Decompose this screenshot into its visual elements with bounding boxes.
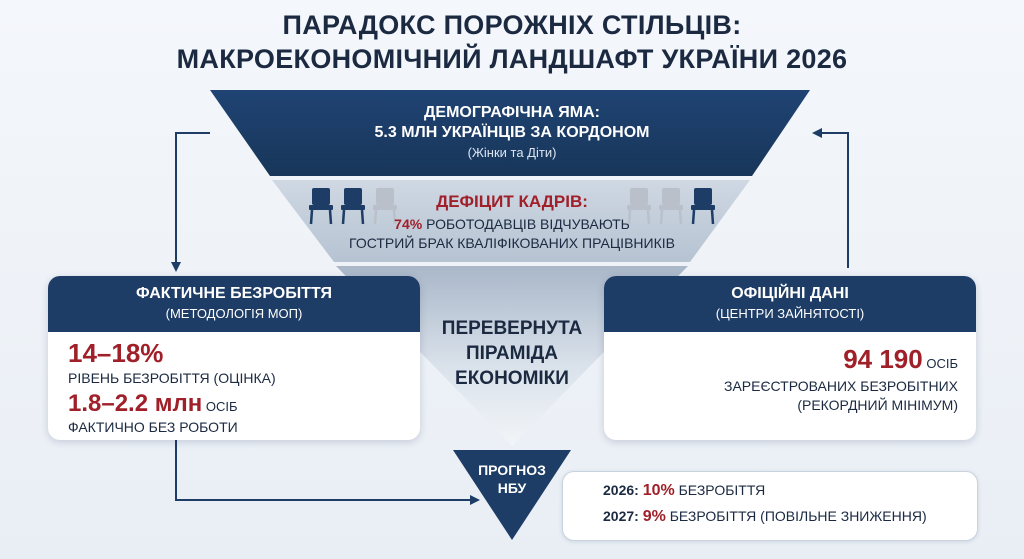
official-count-row: 94 190 ОСІБ bbox=[843, 344, 958, 375]
official-record-low: (РЕКОРДНИЙ МІНІМУМ) bbox=[797, 397, 958, 413]
chair-empty-icon bbox=[373, 188, 397, 225]
forecast-box: 2026: 10% БЕЗРОБІТТЯ 2027: 9% БЕЗРОБІТТЯ… bbox=[562, 471, 978, 541]
actual-card-header: ФАКТИЧНЕ БЕЗРОБІТТЯ (МЕТОДОЛОГІЯ МОП) bbox=[48, 276, 420, 332]
official-count: 94 190 bbox=[843, 344, 923, 374]
official-registered: ЗАРЕЄСТРОВАНИХ БЕЗРОБІТНИХ bbox=[724, 378, 958, 394]
deficit-percent: 74% bbox=[394, 216, 423, 232]
forecast-2027-text: БЕЗРОБІТТЯ (ПОВІЛЬНЕ ЗНИЖЕННЯ) bbox=[665, 508, 927, 524]
forecast-2027-value: 9% bbox=[642, 508, 666, 525]
chair-icon bbox=[309, 188, 333, 225]
forecast-label-2: НБУ bbox=[497, 480, 527, 496]
page-title-line-1: ПАРАДОКС ПОРОЖНІХ СТІЛЬЦІВ: bbox=[282, 10, 742, 40]
actual-unemployment-card: ФАКТИЧНЕ БЕЗРОБІТТЯ (МЕТОДОЛОГІЯ МОП) 14… bbox=[48, 276, 420, 440]
actual-people: 1.8–2.2 млн bbox=[68, 390, 203, 417]
chair-icon bbox=[691, 188, 715, 225]
pyramid-body bbox=[336, 266, 688, 446]
page-title-line-2: МАКРОЕКОНОМІЧНИЙ ЛАНДШАФТ УКРАЇНИ 2026 bbox=[176, 44, 848, 74]
forecast-2026-value: 10% bbox=[642, 482, 675, 499]
forecast-2027-year: 2027: bbox=[603, 508, 639, 524]
chair-empty-icon bbox=[627, 188, 651, 225]
deficit-title: ДЕФІЦИТ КАДРІВ: bbox=[436, 192, 588, 211]
pyramid-line-3: ЕКОНОМІКИ bbox=[455, 368, 569, 389]
actual-people-label: ФАКТИЧНО БЕЗ РОБОТИ bbox=[68, 419, 238, 435]
chair-empty-icon bbox=[659, 188, 683, 225]
actual-rate: 14–18% bbox=[68, 338, 164, 368]
demography-abroad: 5.3 МЛН УКРАЇНЦІВ ЗА КОРДОНОМ bbox=[374, 124, 650, 141]
actual-header: ФАКТИЧНЕ БЕЗРОБІТТЯ bbox=[135, 285, 333, 302]
forecast-triangle bbox=[453, 450, 571, 540]
demography-note: (Жінки та Діти) bbox=[467, 145, 557, 160]
forecast-2026-text: БЕЗРОБІТТЯ bbox=[674, 482, 766, 498]
actual-subheader: (МЕТОДОЛОГІЯ МОП) bbox=[165, 306, 303, 321]
deficit-line-1: 74% РОБОТОДАВЦІВ ВІДЧУВАЮТЬ bbox=[290, 216, 734, 232]
forecast-2026-year: 2026: bbox=[603, 482, 639, 498]
official-card-header: ОФІЦІЙНІ ДАНІ (ЦЕНТРИ ЗАЙНЯТОСТІ) bbox=[604, 276, 976, 332]
official-subheader: (ЦЕНТРИ ЗАЙНЯТОСТІ) bbox=[715, 306, 865, 321]
official-data-card: ОФІЦІЙНІ ДАНІ (ЦЕНТРИ ЗАЙНЯТОСТІ) 94 190… bbox=[604, 276, 976, 440]
arrow-left-icon bbox=[171, 132, 210, 272]
demography-band bbox=[210, 90, 810, 176]
pyramid-line-2: ПІРАМІДА bbox=[465, 343, 559, 364]
forecast-2026-row: 2026: 10% БЕЗРОБІТТЯ bbox=[603, 482, 765, 500]
forecast-label-1: ПРОГНОЗ bbox=[478, 462, 546, 478]
forecast-2027-row: 2027: 9% БЕЗРОБІТТЯ (ПОВІЛЬНЕ ЗНИЖЕННЯ) bbox=[603, 508, 927, 526]
actual-people-row: 1.8–2.2 млн ОСІБ bbox=[68, 390, 238, 418]
actual-rate-label: РІВЕНЬ БЕЗРОБІТТЯ (ОЦІНКА) bbox=[68, 370, 276, 386]
demography-title: ДЕМОГРАФІЧНА ЯМА: bbox=[424, 104, 600, 121]
official-count-unit: ОСІБ bbox=[922, 356, 958, 371]
official-header: ОФІЦІЙНІ ДАНІ bbox=[731, 285, 849, 302]
deficit-line-2: ГОСТРИЙ БРАК КВАЛІФІКОВАНИХ ПРАЦІВНИКІВ bbox=[349, 235, 675, 251]
arrow-right-icon bbox=[812, 128, 849, 268]
arrow-bottom-icon bbox=[175, 440, 480, 505]
actual-people-unit: ОСІБ bbox=[202, 399, 238, 414]
pyramid-line-1: ПЕРЕВЕРНУТА bbox=[441, 318, 583, 339]
chair-icon bbox=[341, 188, 365, 225]
deficit-employers-text: РОБОТОДАВЦІВ ВІДЧУВАЮТЬ bbox=[422, 216, 630, 232]
